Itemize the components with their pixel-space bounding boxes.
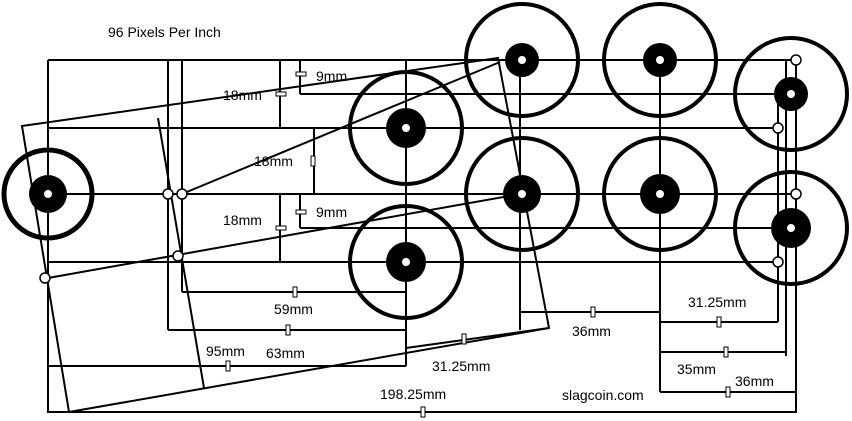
dim-label-18-low: 18mm [223,212,262,228]
pivot-node [176,188,188,200]
pivot-node [162,188,174,200]
dim-label-59: 59mm [274,301,313,317]
dim-tick [725,386,731,398]
button-left [1,147,95,241]
pivot-node [772,122,784,134]
button-bottom-1 [348,204,464,320]
dim-tick [716,316,722,328]
dim-tick [295,71,307,77]
dim-tick [292,286,298,298]
dim-label-95: 95mm [206,343,245,359]
button-mid-3 [602,136,718,252]
tilted-line-2 [47,193,521,279]
dim-label-18-mid: 18mm [254,153,293,169]
button-top-4 [733,36,849,152]
pivot-node [772,256,784,268]
dim-tick [285,324,291,336]
button-top-3 [602,2,718,118]
dim-label-36-right: 36mm [735,373,774,389]
dim-line-31-left [405,327,550,349]
dim-label-36-mid: 36mm [572,323,611,339]
pivot-node [790,54,802,66]
credit-label: slagcoin.com [562,387,644,403]
dim-tick [295,209,307,215]
pivot-node [790,188,802,200]
ppi-label: 96 Pixels Per Inch [108,24,221,40]
dim-tick [420,406,426,418]
button-top-2 [464,2,580,118]
dim-tick [461,333,467,345]
dim-label-18-top: 18mm [223,87,262,103]
frame-line [47,59,797,413]
dim-tick [225,360,231,372]
dim-label-31-right: 31.25mm [688,294,746,310]
dim-label-9-top: 9mm [316,68,347,84]
pivot-node [172,250,184,262]
button-top-1 [348,70,464,186]
dim-label-9-low: 9mm [316,204,347,220]
pivot-node [39,272,51,284]
dim-label-31-left: 31.25mm [432,358,490,374]
dim-label-63: 63mm [266,345,305,361]
dim-label-35: 35mm [677,361,716,377]
dim-tick [590,306,596,318]
dim-label-198: 198.25mm [380,386,446,402]
button-mid-4 [733,170,849,286]
button-mid-2 [464,136,580,252]
dim-tick [310,155,316,167]
dim-tick [723,346,729,358]
dim-tick [275,225,287,231]
dim-tick [275,91,287,97]
